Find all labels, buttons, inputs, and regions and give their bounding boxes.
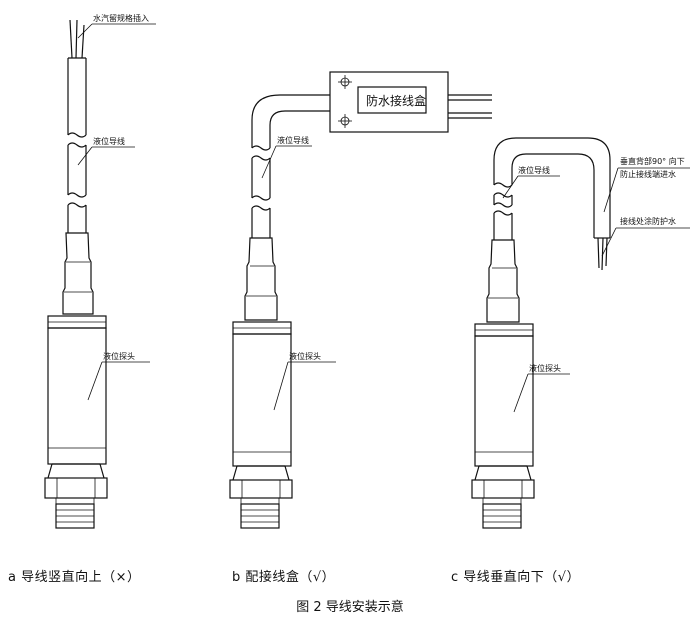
label-top-a: 水汽留规格插入	[93, 13, 149, 23]
label-probe-c: 液位探头	[529, 363, 561, 373]
label-bend-c-1: 垂直背部90° 向下	[620, 156, 685, 166]
label-probe-b: 液位探头	[289, 351, 321, 361]
sensor-a	[44, 19, 156, 529]
label-wire-b: 液位导线	[277, 135, 309, 145]
label-end-c: 接线处涂防护水	[620, 216, 676, 226]
junction-box-label-frame	[357, 86, 427, 114]
sensor-c	[471, 137, 690, 529]
junction-box-label: 防水接线盒	[366, 93, 426, 108]
caption-a: a 导线竖直向上（×）	[8, 570, 141, 585]
label-bend-c-2: 防止接线端进水	[620, 169, 676, 179]
figure-title: 图 2 导线安装示意	[296, 600, 404, 615]
sensor-b	[229, 71, 492, 529]
caption-c: c 导线垂直向下（√）	[451, 570, 581, 585]
caption-b: b 配接线盒（√）	[232, 570, 336, 585]
label-wire-a: 液位导线	[93, 136, 125, 146]
label-probe-a: 液位探头	[103, 351, 135, 361]
label-wire-c: 液位导线	[518, 165, 550, 175]
